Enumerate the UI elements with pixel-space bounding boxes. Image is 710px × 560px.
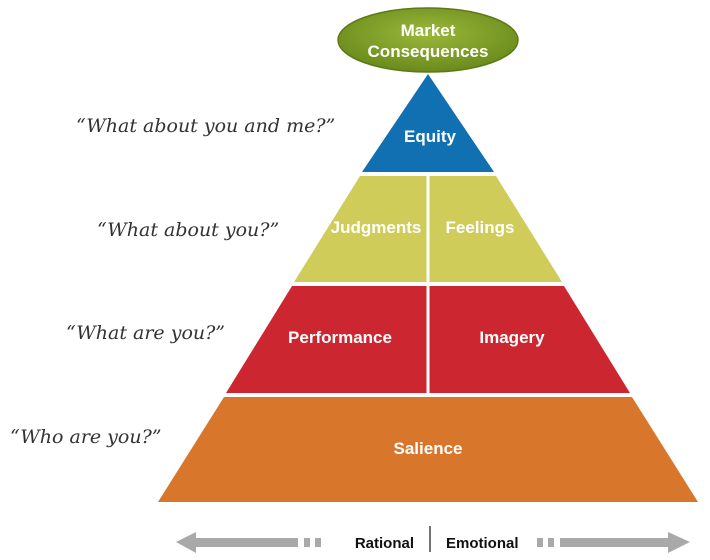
rational-label: Rational — [355, 535, 414, 552]
market-consequences-label-line2: Consequences — [368, 42, 489, 61]
right-arrow-icon — [537, 532, 690, 553]
question-what-about-you-and-me: “What about you and me?” — [76, 115, 335, 137]
feelings-label: Feelings — [446, 218, 515, 237]
market-consequences-label-line1: Market — [401, 21, 456, 40]
equity-level: Equity — [362, 74, 494, 172]
judgments-feelings-level: Judgments Feelings — [294, 176, 562, 282]
performance-imagery-level: Performance Imagery — [226, 286, 630, 393]
rational-emotional-axis: Rational Emotional — [176, 526, 690, 553]
judgments-label: Judgments — [331, 218, 422, 237]
salience-label: Salience — [394, 439, 463, 458]
question-who-are-you: “Who are you?” — [10, 426, 162, 448]
imagery-label: Imagery — [479, 328, 545, 347]
performance-label: Performance — [288, 328, 392, 347]
question-what-about-you: “What about you?” — [97, 219, 279, 241]
emotional-label: Emotional — [446, 535, 519, 552]
question-what-are-you: “What are you?” — [66, 322, 225, 344]
salience-level: Salience — [158, 397, 698, 502]
left-arrow-icon — [176, 532, 321, 553]
market-consequences-ellipse: Market Consequences — [337, 7, 519, 73]
equity-label: Equity — [404, 127, 456, 146]
